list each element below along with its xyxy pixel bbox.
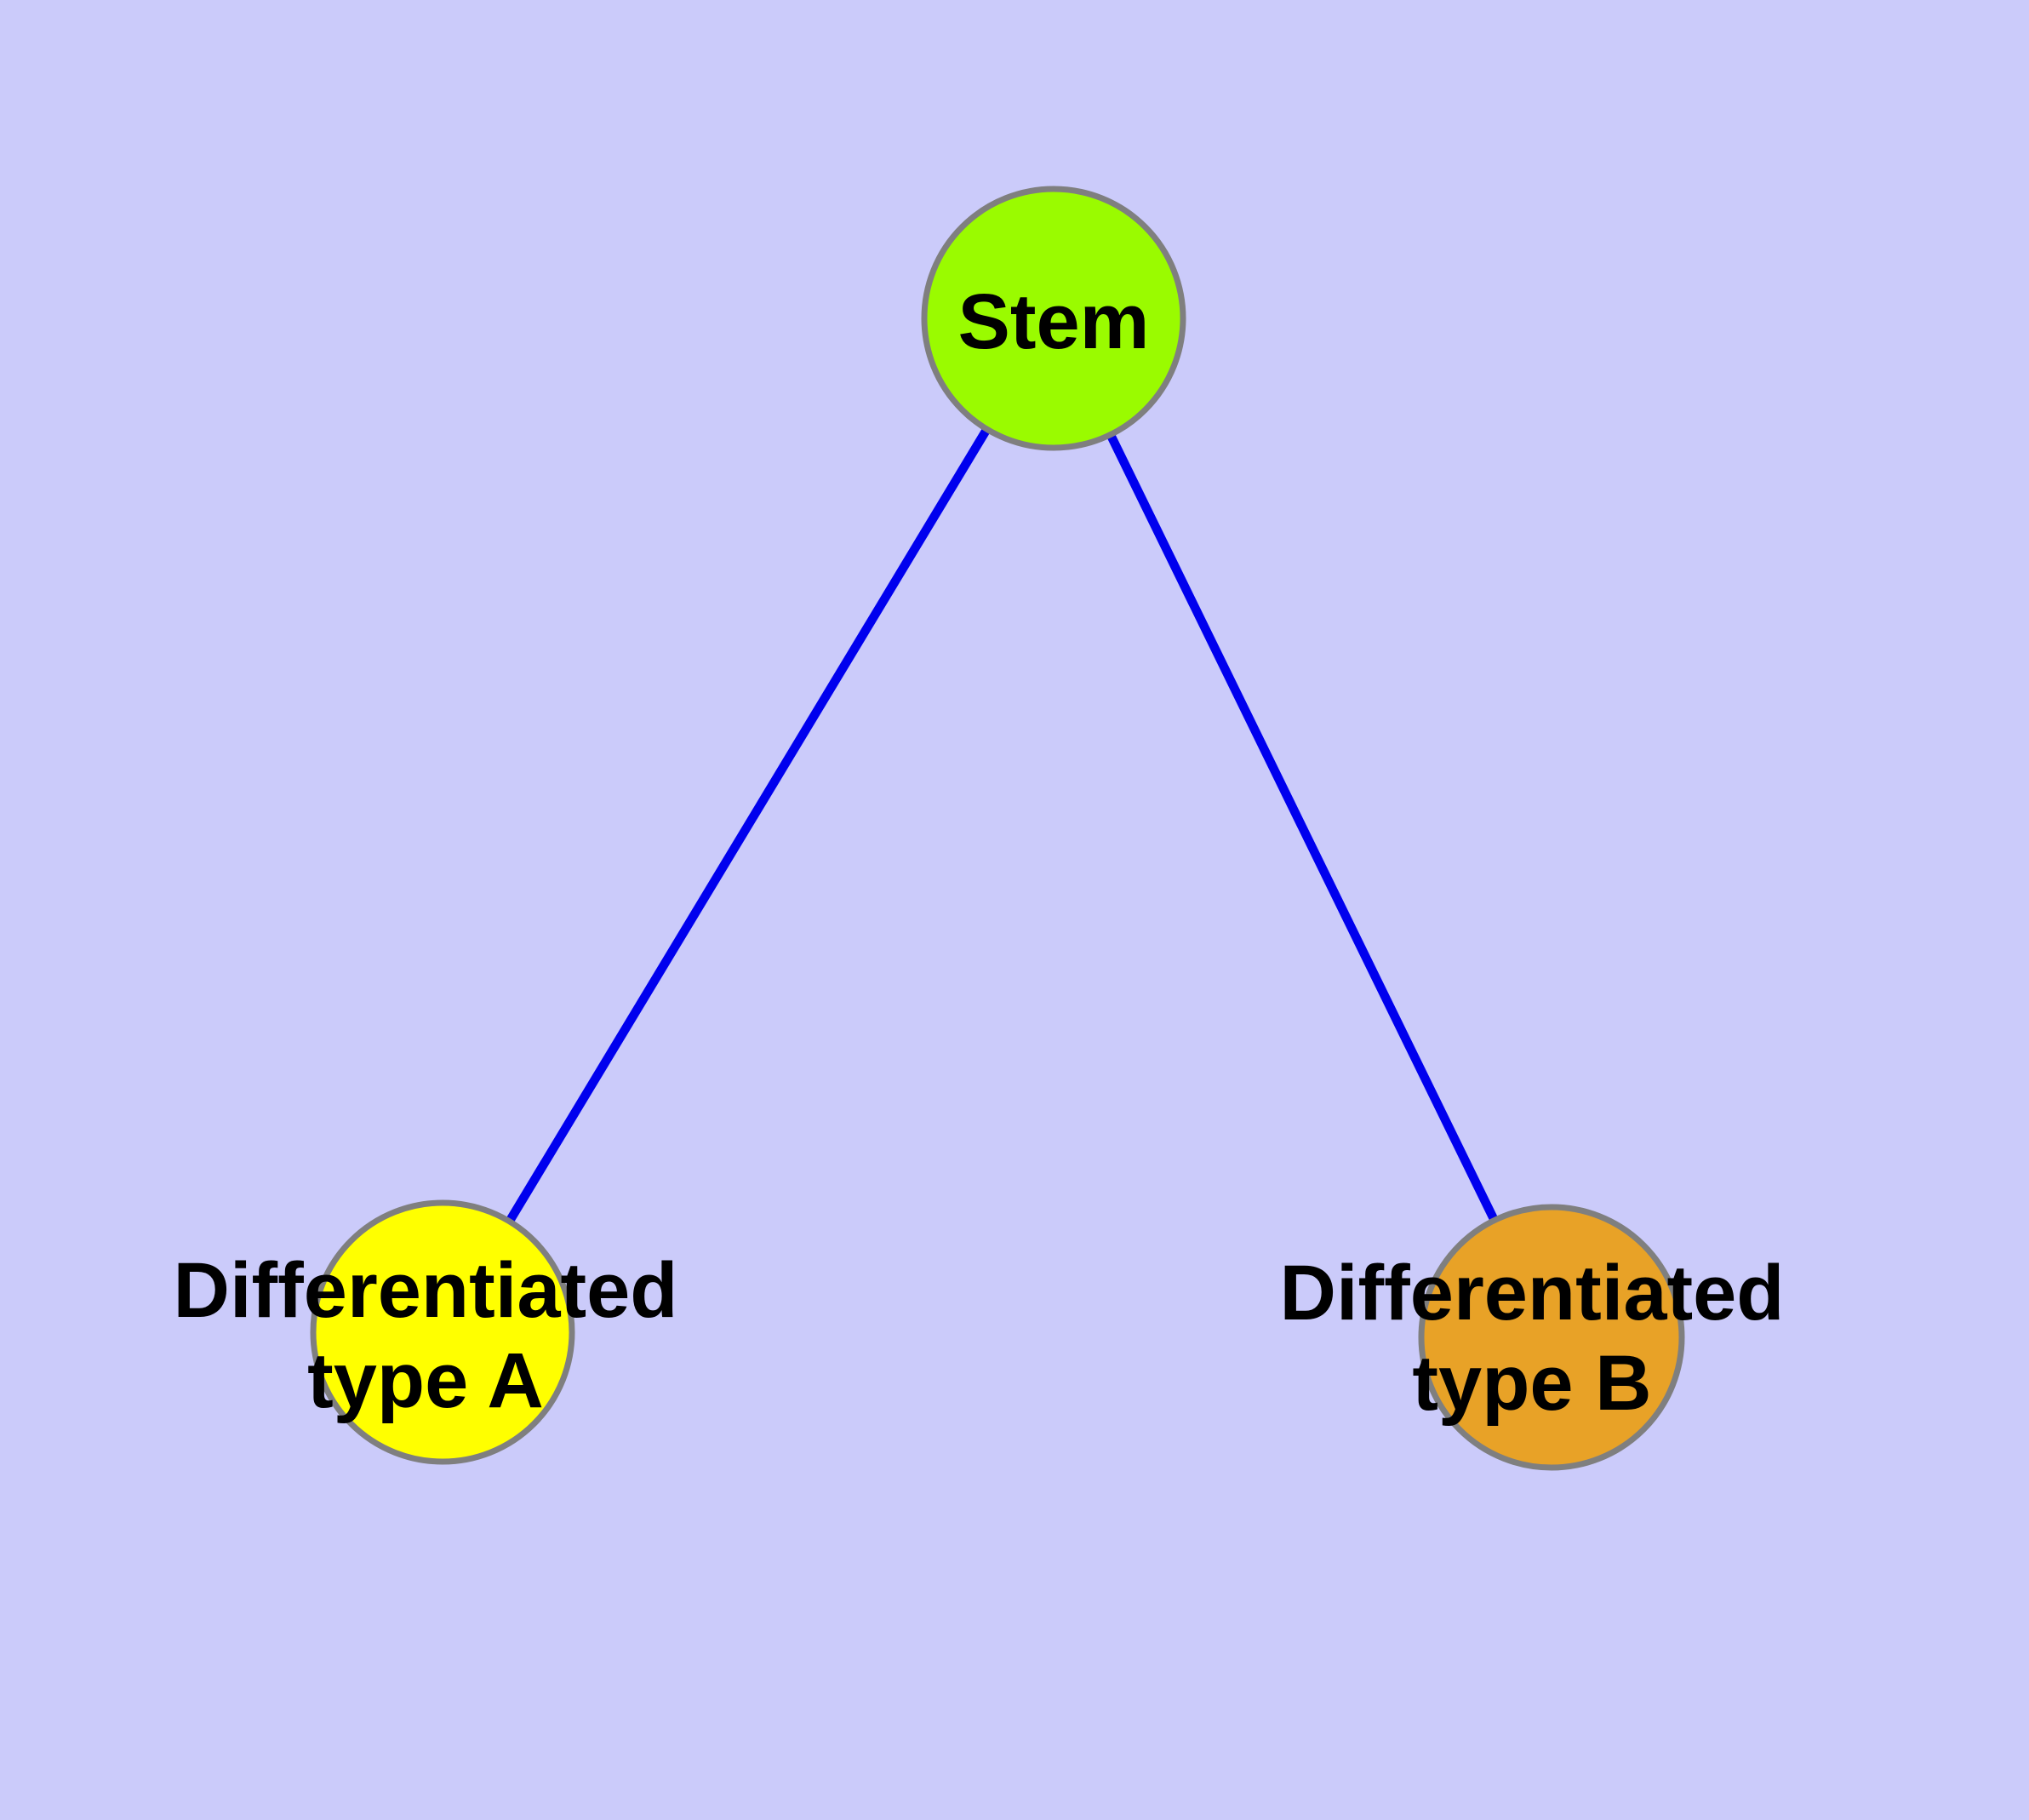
node-type-a-label-line2: type A (307, 1337, 544, 1424)
node-stem-circle (921, 186, 1186, 451)
edge-stem-to-type-b (1049, 316, 1556, 1340)
node-stem-label: Stem (958, 278, 1150, 365)
node-type-a-circle (310, 1199, 575, 1465)
node-type-b-label-line1: Differentiated (1280, 1250, 1785, 1336)
node-type-b-circle (1418, 1204, 1685, 1471)
node-type-b-label-line2: type B (1412, 1340, 1651, 1427)
edge-stem-to-type-a (438, 316, 1058, 1335)
node-type-a-label-line1: Differentiated (174, 1247, 678, 1334)
